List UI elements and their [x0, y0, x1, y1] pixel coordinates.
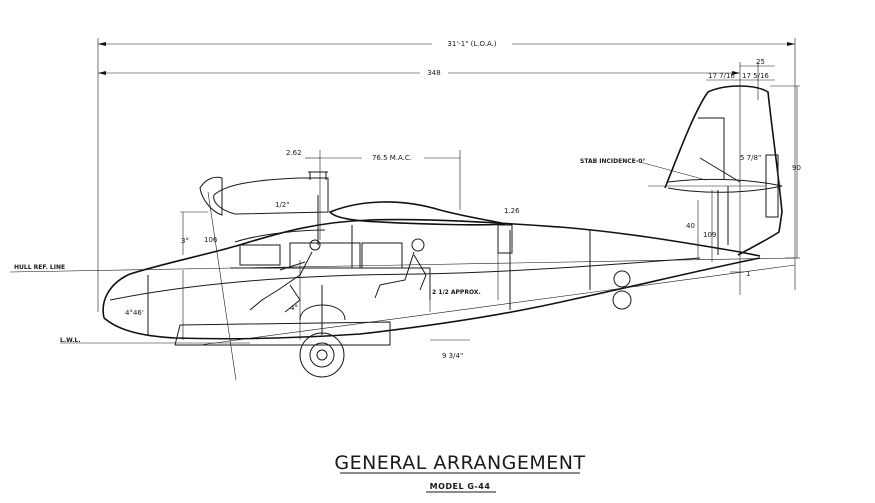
dim-loa: 31'-1" (L.O.A.) — [447, 40, 496, 48]
vertical-tail: STAB INCIDENCE-0° 5 7/8" — [580, 85, 783, 256]
hull — [102, 218, 761, 340]
wing-and-engine: 3° 106 1/2" — [180, 171, 506, 381]
stab-incidence-label: STAB INCIDENCE-0° — [580, 158, 645, 165]
overall-length-dimension: 31'-1" (L.O.A.) — [97, 36, 796, 312]
dim-4deg: 4° — [290, 304, 298, 312]
dim-1: 1 — [746, 270, 750, 278]
dim-90: 90 — [792, 164, 801, 172]
dim-mac: 76.5 M.A.C. — [372, 154, 412, 162]
dim-109: 109 — [703, 231, 716, 239]
tail-dimensions: 25 17 7/16 17 5/16 — [706, 58, 775, 295]
title-block: GENERAL ARRANGEMENT MODEL G-44 — [334, 452, 585, 493]
dim-step: 9 3/4" — [442, 352, 463, 360]
dim-40: 40 — [686, 222, 695, 230]
dim-nose-angle: 4°46' — [125, 309, 144, 317]
reference-lines: HULL REF. LINE L.W.L. 4°46' 4° 2 1/2 APP… — [9, 190, 796, 360]
length-348-dimension: 348 — [98, 66, 740, 77]
dim-5-7-8: 5 7/8" — [740, 154, 761, 162]
approx-note: 2 1/2 APPROX. — [432, 289, 481, 296]
dim-2-62: 2.62 — [286, 149, 302, 157]
landing-gear — [174, 270, 632, 378]
dim-17b: 17 5/16 — [742, 72, 769, 80]
dim-106: 106 — [204, 236, 218, 244]
dim-1-26: 1.26 — [504, 207, 520, 215]
dim-3deg: 3° — [181, 237, 189, 245]
crew-figures — [249, 238, 427, 313]
drawing-subtitle: MODEL G-44 — [430, 482, 491, 491]
hull-ref-line-label: HULL REF. LINE — [14, 264, 65, 271]
height-90-dimension: 90 — [770, 85, 801, 259]
dim-25: 25 — [756, 58, 765, 66]
drawing-title: GENERAL ARRANGEMENT — [334, 452, 585, 474]
dim-348: 348 — [427, 69, 440, 77]
lwl-label: L.W.L. — [60, 337, 81, 344]
mac-dimension: 2.62 76.5 M.A.C. — [286, 149, 461, 240]
dim-17a: 17 7/16 — [708, 72, 735, 80]
dim-prop-half: 1/2" — [275, 201, 290, 209]
